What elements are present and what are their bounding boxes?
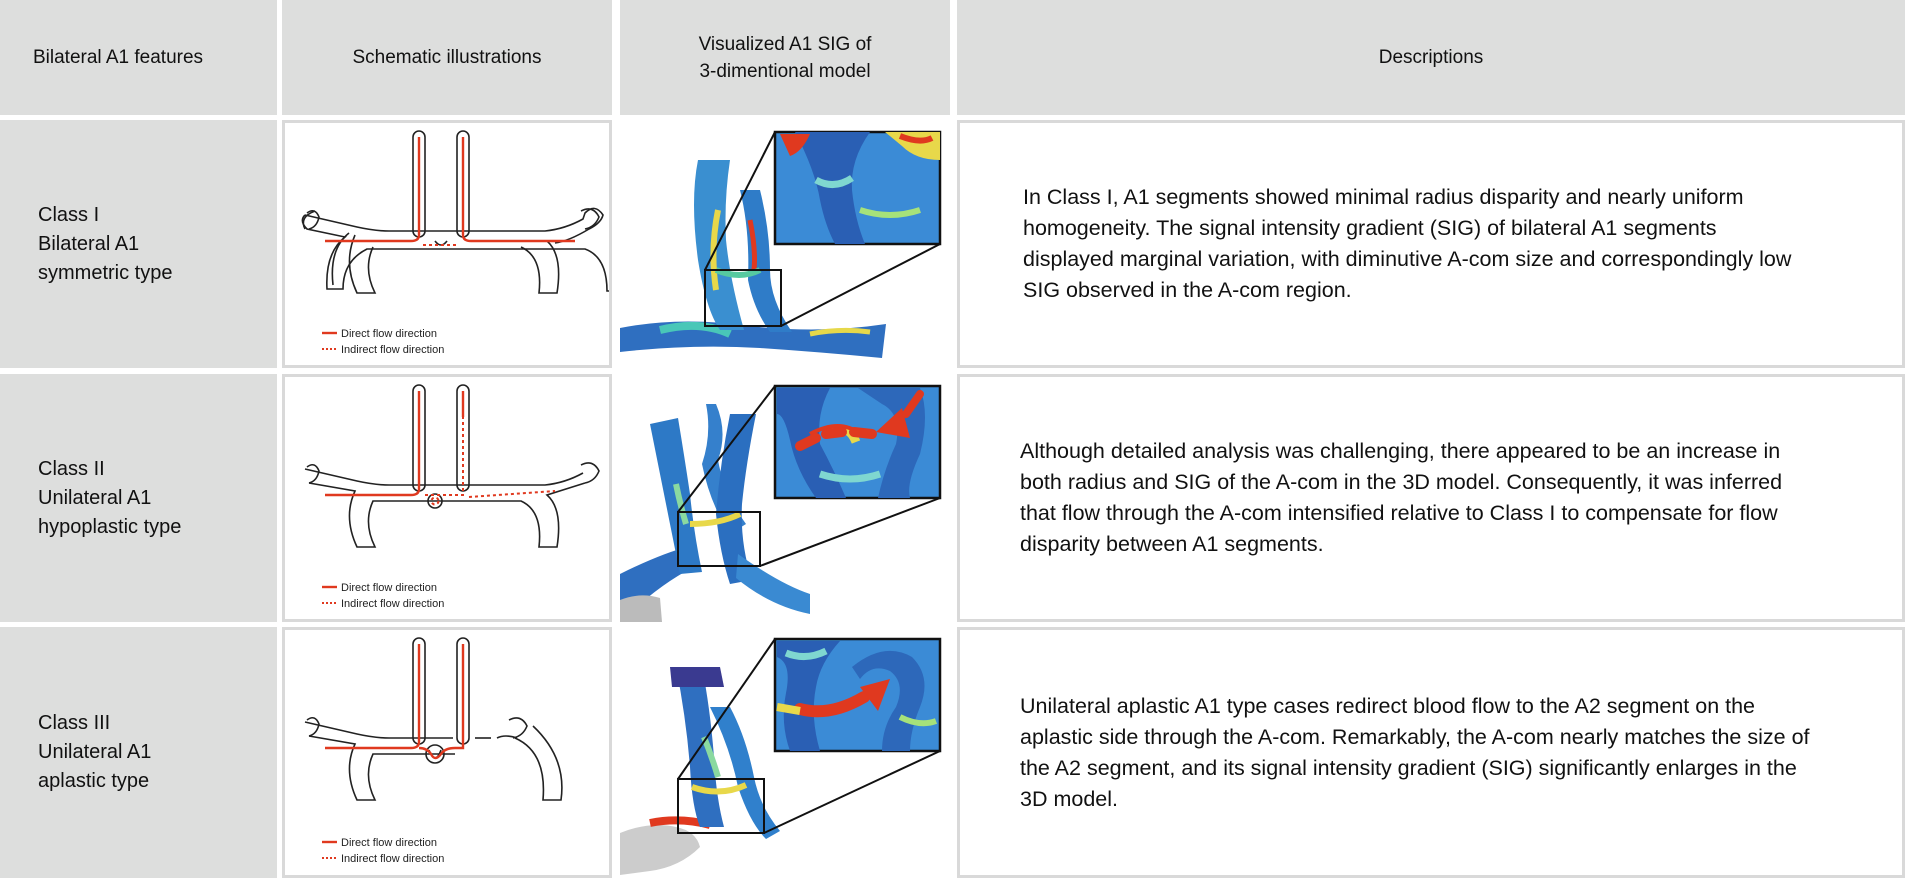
row1-class-label: Class I [38, 203, 100, 226]
header-bilateral-a1-features: Bilateral A1 features [0, 0, 277, 115]
row1-3d-model-image [620, 130, 942, 358]
row1-line3: symmetric type [38, 261, 173, 284]
header-col4-text: Descriptions [1378, 47, 1484, 68]
row2-legend-indirect: Indirect flow direction [341, 598, 444, 610]
row3-model-cell [620, 627, 950, 878]
row2-3d-model-image [620, 384, 942, 622]
row2-line2: Unilateral A1 [38, 486, 152, 509]
row2-line3: hypoplastic type [38, 515, 182, 538]
header-visualized-sig: Visualized A1 SIG of 3-dimentional model [620, 0, 950, 115]
row3-schematic-cell: Direct flow direction Indirect flow dire… [282, 627, 612, 878]
row1-feature-cell: Class I Bilateral A1 symmetric type [0, 120, 277, 368]
row3-description-cell: Unilateral aplastic A1 type cases redire… [957, 627, 1905, 878]
row2-schematic-cell: Direct flow direction Indirect flow dire… [282, 374, 612, 622]
header-descriptions: Descriptions [957, 0, 1905, 115]
header-col2-text: Schematic illustrations [352, 47, 542, 68]
row2-schematic-illustration: Direct flow direction Indirect flow dire… [304, 384, 600, 610]
row3-legend-direct: Direct flow direction [341, 837, 437, 849]
row1-schematic-cell: Direct flow direction Indirect flow dire… [282, 120, 612, 368]
row3-schematic-illustration: Direct flow direction Indirect flow dire… [304, 637, 563, 865]
row3-feature-cell: Class III Unilateral A1 aplastic type [0, 627, 277, 878]
row2-description: Although detailed analysis was challengi… [1020, 439, 1783, 556]
header-schematic-illustrations: Schematic illustrations [282, 0, 612, 115]
row1-schematic-illustration: Direct flow direction Indirect flow dire… [301, 130, 609, 356]
row1-line2: Bilateral A1 [38, 232, 140, 255]
row1-description: In Class I, A1 segments showed minimal r… [1023, 185, 1792, 302]
header-col3-line1: Visualized A1 SIG of [698, 33, 872, 55]
header-col3-line2: 3-dimentional model [699, 60, 871, 82]
row3-legend-indirect: Indirect flow direction [341, 853, 444, 865]
header-col1-text: Bilateral A1 features [33, 47, 204, 68]
row1-legend-direct: Direct flow direction [341, 328, 437, 340]
row3-line3: aplastic type [38, 770, 150, 792]
row3-line2: Unilateral A1 [38, 741, 152, 763]
row2-model-cell [620, 374, 950, 622]
row1-model-cell [620, 120, 950, 368]
row3-3d-model-image [620, 637, 942, 875]
row2-feature-cell: Class II Unilateral A1 hypoplastic type [0, 374, 277, 622]
row3-class-label: Class III [38, 712, 111, 734]
row3-description: Unilateral aplastic A1 type cases redire… [1020, 693, 1810, 811]
row2-legend-direct: Direct flow direction [341, 582, 437, 594]
row2-description-cell: Although detailed analysis was challengi… [957, 374, 1905, 622]
row2-class-label: Class II [38, 457, 105, 480]
row1-description-cell: In Class I, A1 segments showed minimal r… [957, 120, 1905, 368]
row1-legend-indirect: Indirect flow direction [341, 344, 444, 356]
